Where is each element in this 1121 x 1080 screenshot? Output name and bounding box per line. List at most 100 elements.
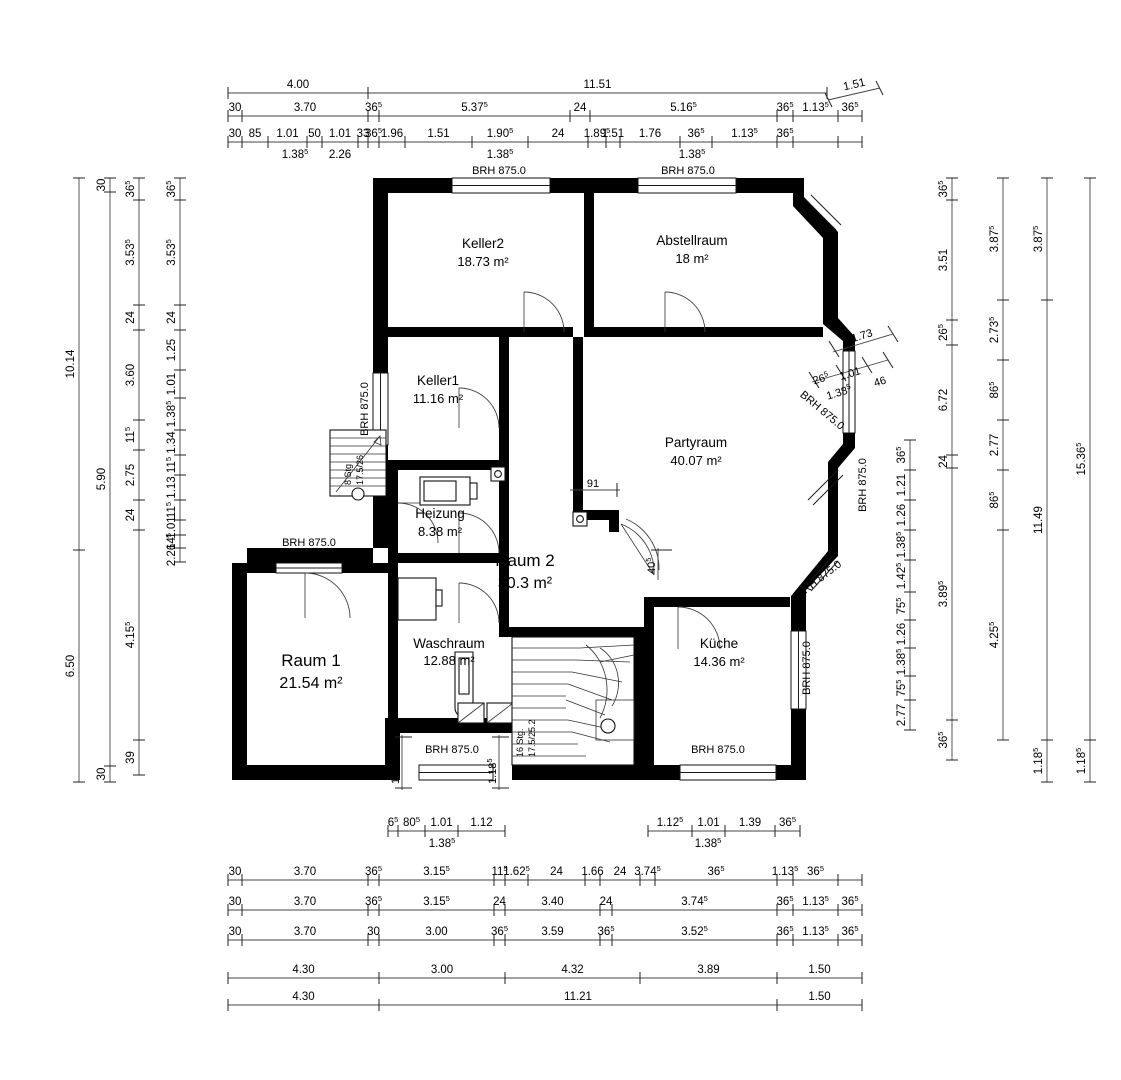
bottom-detail-left-seg: 1.12 — [470, 817, 492, 829]
brh-kueche-east: BRH 875.0 — [801, 641, 813, 695]
brh-kueche-bottom: BRH 875.0 — [691, 744, 745, 756]
room-area-waschraum: 12.88 m² — [423, 653, 475, 668]
bay-windows — [805, 194, 844, 592]
right-chain-5-seg: 1.185 — [1074, 748, 1088, 775]
door-swings — [304, 291, 721, 650]
top-chain-3-below: 1.385 — [487, 147, 514, 161]
bottom-detail-right-seg: 1.125 — [657, 815, 684, 829]
room-area-kueche: 14.36 m² — [693, 654, 745, 669]
bottom-detail-right-seg: 365 — [779, 815, 796, 829]
brh-abstell-top: BRH 875.0 — [661, 165, 715, 177]
stair-lower: 16 Stg. 17.5/25.2 — [511, 636, 635, 766]
bottom-chain-2-seg: 24 — [493, 896, 506, 908]
right-chain-1-seg: 365 — [894, 447, 908, 464]
bottom-chain-1-seg: 1.625 — [503, 864, 530, 878]
bottom-chain-1-seg: 3.745 — [634, 864, 661, 878]
top-chain-2-seg: 5.165 — [670, 100, 697, 114]
left-chain-3-seg: 39 — [125, 751, 137, 764]
room-label-kueche: Küche — [700, 636, 738, 651]
bottom-detail-left-seg: 805 — [403, 815, 420, 829]
bottom-chain-2-seg: 24 — [600, 896, 613, 908]
top-chain-3-seg: 365 — [365, 126, 382, 140]
angled-dim-c: 1.385 — [825, 382, 854, 403]
bottom-chain-2-seg: 365 — [842, 894, 859, 908]
left-chain-4-seg: 2.26 — [166, 544, 178, 566]
left-chain-4-seg: 1.385 — [164, 401, 178, 428]
room-label-waschraum: Waschraum — [413, 636, 485, 651]
left-chain-3-seg: 3.60 — [125, 364, 137, 386]
top-chain-2-seg: 365 — [777, 100, 794, 114]
right-chain-2-seg: 365 — [936, 732, 950, 749]
bottom-chain-2-seg: 3.155 — [423, 894, 450, 908]
ann-127: 1.275 — [388, 758, 402, 784]
bottom-chain-1-seg: 24 — [550, 866, 563, 878]
bottom-chain-3-seg: 3.59 — [541, 926, 563, 938]
bottom-chain-3-seg: 3.70 — [294, 926, 316, 938]
room-area-partyraum: 40.07 m² — [670, 453, 722, 468]
top-chain-3-seg: 1.01 — [329, 128, 351, 140]
room-area-raum2: 30.3 m² — [498, 575, 553, 592]
bottom-chain-2-seg: 365 — [777, 894, 794, 908]
bottom-chain-5-seg: 11.21 — [564, 991, 592, 1003]
brh-keller2-top: BRH 875.0 — [472, 165, 526, 177]
bottom-chain-2-seg: 365 — [365, 894, 382, 908]
bottom-chain-3-seg: 365 — [777, 924, 794, 938]
left-chain-4-seg: 115 — [164, 502, 178, 518]
right-chain-2-seg: 3.895 — [936, 581, 950, 608]
room-labels: Keller2 18.73 m² Abstellraum 18 m² Kelle… — [279, 233, 745, 692]
right-chain-3-seg: 3.875 — [987, 226, 1001, 253]
top-chain-3-seg: 1.135 — [731, 126, 758, 140]
bottom-chain-3-seg: 365 — [598, 924, 615, 938]
top-chain-3-below: 2.26 — [329, 149, 351, 161]
top-chain-3-below: 1.385 — [282, 147, 309, 161]
bottom-chain-4-seg: 4.30 — [292, 964, 314, 976]
left-chain-3-seg: 2.75 — [125, 464, 137, 486]
top-chain-3-seg: 33 — [357, 128, 370, 140]
right-chain-1-seg: 1.21 — [896, 474, 908, 496]
right-chain-3-seg: 865 — [987, 382, 1001, 399]
top-chain-2-seg: 24 — [574, 102, 587, 114]
room-label-heizung: Heizung — [415, 506, 465, 521]
room-label-keller2: Keller2 — [462, 236, 504, 251]
bottom-chain-4-seg: 3.89 — [697, 964, 719, 976]
room-label-abstellraum: Abstellraum — [656, 233, 727, 248]
bottom-chain-1-seg: 30 — [229, 866, 242, 878]
top-chain-3-seg: 1.51 — [427, 128, 449, 140]
left-chain-4-seg: 1.01 — [166, 516, 178, 538]
top-chain-3-seg: 365 — [777, 126, 794, 140]
top-chain-3-seg: 24 — [552, 128, 565, 140]
stair-lower-ratio: 17.5/25.2 — [527, 719, 537, 757]
bottom-detail-right-below: 1.385 — [695, 836, 722, 850]
left-chain-4-seg: 1.25 — [166, 339, 178, 361]
top-chain-2-seg: 3.70 — [294, 102, 316, 114]
top-chain-2-seg: 1.135 — [802, 100, 829, 114]
right-chain-2-seg: 265 — [936, 324, 950, 341]
left-chain-4-seg: 1.13 — [166, 476, 178, 498]
right-chain-4-seg: 1.185 — [1031, 748, 1045, 775]
top-chain-3-seg: 50 — [308, 128, 321, 140]
angled-dim-upper: 1.73 — [850, 327, 874, 345]
right-chain-3-seg: 2.77 — [989, 434, 1001, 456]
top-chain-3-below: 1.385 — [679, 147, 706, 161]
bottom-chain-1-seg: 1.66 — [581, 866, 603, 878]
right-chain-1-seg: 1.425 — [894, 563, 908, 590]
right-chain-1-seg: 755 — [894, 598, 908, 615]
left-chain-2-seg: 30 — [96, 768, 108, 781]
brh-labels: BRH 875.0 BRH 875.0 BRH 875.0 BRH 875.0 … — [282, 165, 869, 756]
right-chain-4-seg: 11.49 — [1033, 506, 1045, 534]
left-chain-4-seg: 1.34 — [166, 431, 178, 454]
bottom-chain-4-seg: 3.00 — [431, 964, 453, 976]
left-chain-1-seg: 10.14 — [65, 349, 77, 378]
bottom-chain-2-seg: 1.135 — [802, 894, 829, 908]
left-chain-4-seg: 24 — [166, 311, 178, 324]
angled-dim-d: 46 — [873, 375, 888, 390]
bottom-chain-1-seg: 115 — [491, 864, 507, 878]
brh-raum1-left: BRH 875.0 — [282, 537, 336, 549]
room-area-keller1: 11.16 m² — [413, 391, 464, 406]
interior-walls — [232, 193, 823, 772]
bottom-chain-3-seg: 365 — [842, 924, 859, 938]
top-chain-3-seg: 1.96 — [381, 128, 403, 140]
right-chain-2-seg: 24 — [938, 455, 950, 468]
